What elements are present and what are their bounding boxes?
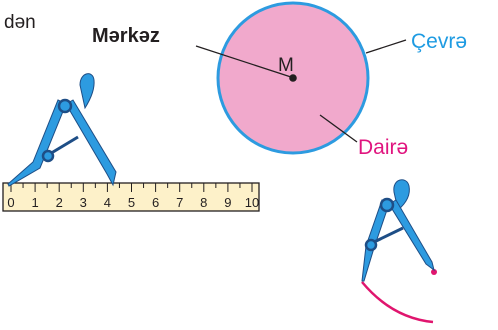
ruler-tick-label: 5	[128, 195, 135, 210]
compass-icon-2	[361, 179, 435, 282]
center-label: Mərkəz	[92, 25, 160, 47]
drawn-arc	[361, 281, 434, 324]
ruler-tick-label: 9	[224, 195, 231, 210]
arc-endpoint-dot	[431, 269, 437, 275]
ruler-tick-label: 0	[7, 195, 14, 210]
ruler-tick-label: 1	[31, 195, 38, 210]
ruler-tick-label: 10	[245, 195, 259, 210]
disk-leader-line	[319, 114, 358, 143]
circumference-leader-line	[365, 39, 407, 54]
ruler: 0 1 2 3 4 5 6 7 8 9 10	[2, 182, 260, 212]
circumference-label: Çevrə	[411, 30, 467, 53]
center-leader-line	[195, 45, 292, 78]
ruler-tick-label: 4	[104, 195, 111, 210]
compass-icon	[7, 73, 117, 187]
ruler-tick-label: 8	[200, 195, 207, 210]
ruler-tick-label: 6	[152, 195, 159, 210]
center-point-label: M	[278, 55, 294, 76]
disk-label: Dairə	[358, 136, 408, 159]
center-point-dot	[289, 74, 297, 82]
text-fragment: dən	[4, 12, 36, 33]
circle-figure: M	[195, 1, 407, 155]
ruler-labels: 0 1 2 3 4 5 6 7 8 9 10	[7, 195, 259, 210]
ruler-tick-label: 2	[56, 195, 63, 210]
ruler-tick-label: 7	[176, 195, 183, 210]
ruler-tick-label: 3	[80, 195, 87, 210]
